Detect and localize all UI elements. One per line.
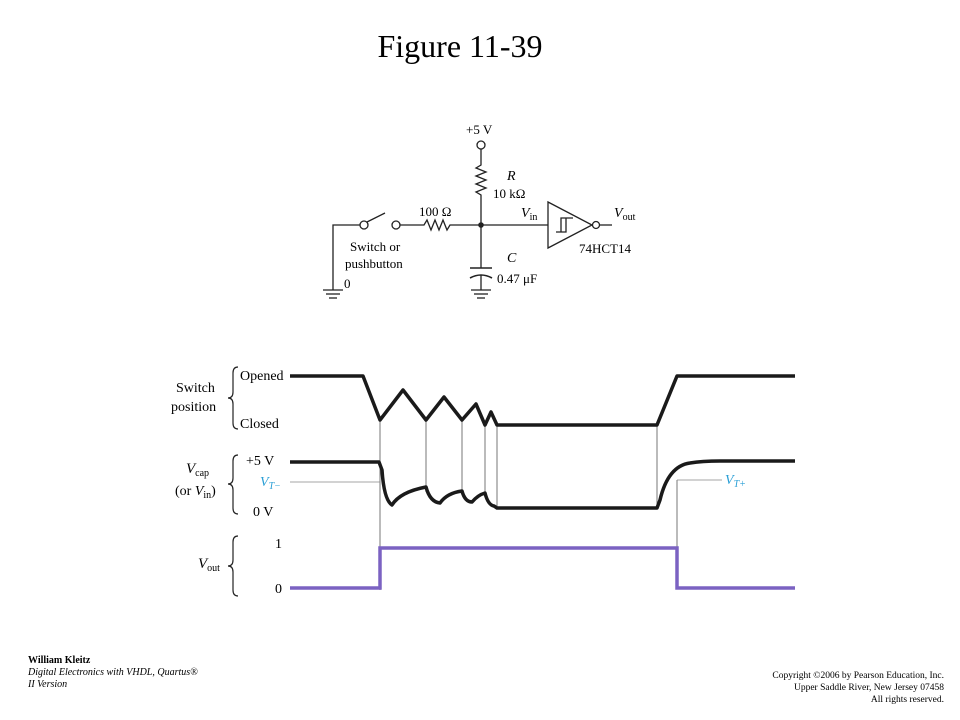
footer-copyright: Copyright ©2006 by Pearson Education, In… [772, 670, 944, 706]
switch-trace [290, 374, 795, 427]
inverter-bubble [591, 220, 601, 230]
vin-label: Vin [521, 206, 537, 223]
switch-row-label-line1: Switch [176, 381, 215, 396]
supply-label: +5 V [466, 122, 493, 137]
resistor-value: 10 kΩ [493, 186, 525, 201]
switch-brace [227, 366, 239, 430]
chip-label: 74HCT14 [579, 241, 632, 256]
switch-lever [366, 212, 386, 223]
vcap-low-label: 0 V [253, 505, 273, 520]
copyright-line2: Upper Saddle River, New Jersey 07458 [793, 683, 944, 693]
switch-label-line2: pushbutton [345, 256, 403, 271]
vt-plus-label: VT+ [725, 473, 746, 490]
vcap-alt-label: (or Vin) [175, 484, 216, 501]
resistor-100 [400, 218, 548, 232]
copyright-line3: All rights reserved. [870, 695, 944, 705]
timing-braces [227, 366, 239, 597]
vcap-high-label: +5 V [246, 454, 274, 469]
vcap-trace [290, 459, 795, 510]
resistor-name: R [506, 169, 516, 184]
footer-book-line1: Digital Electronics with VHDL, Quartus® [28, 667, 198, 678]
switch-pivot [359, 220, 369, 230]
footer-book-line2: II Version [28, 679, 68, 690]
switch-contact [391, 220, 401, 230]
figure-title: Figure 11-39 [377, 28, 543, 64]
vout-row-label: Vout [198, 556, 220, 574]
vout-circuit-label: Vout [614, 206, 636, 223]
resistor-r [474, 160, 488, 225]
switch-closed-label: Closed [240, 417, 279, 432]
footer-author: William Kleitz [28, 655, 91, 666]
switch-wire [332, 224, 360, 290]
copyright-line1: Copyright ©2006 by Pearson Education, In… [772, 671, 944, 681]
ground-symbol-switch [323, 289, 343, 299]
vout-high-label: 1 [275, 537, 282, 552]
vcap-brace [227, 454, 239, 515]
vout-low-label: 0 [275, 582, 282, 597]
timing-guide-lines [379, 420, 678, 590]
vout-brace [227, 535, 239, 597]
vt-minus-label: VT− [260, 475, 281, 492]
hysteresis-icon [556, 217, 573, 233]
switch-row-label-line2: position [171, 400, 216, 415]
supply-terminal [476, 140, 486, 150]
capacitor-value: 0.47 μF [497, 271, 537, 286]
ground-symbol-cap [471, 289, 491, 299]
schmitt-inverter [547, 200, 594, 250]
capacitor-name: C [507, 251, 517, 266]
series-resistor-value: 100 Ω [419, 204, 451, 219]
vcap-row-label: Vcap [186, 461, 209, 479]
circuit-schematic [323, 140, 612, 299]
footer-book-info: William Kleitz Digital Electronics with … [28, 655, 198, 691]
switch-opened-label: Opened [240, 369, 284, 384]
switch-label-line1: Switch or [350, 239, 401, 254]
threshold-lines [290, 479, 722, 483]
switch-ground-label: 0 [344, 276, 351, 291]
vout-trace [290, 546, 795, 590]
